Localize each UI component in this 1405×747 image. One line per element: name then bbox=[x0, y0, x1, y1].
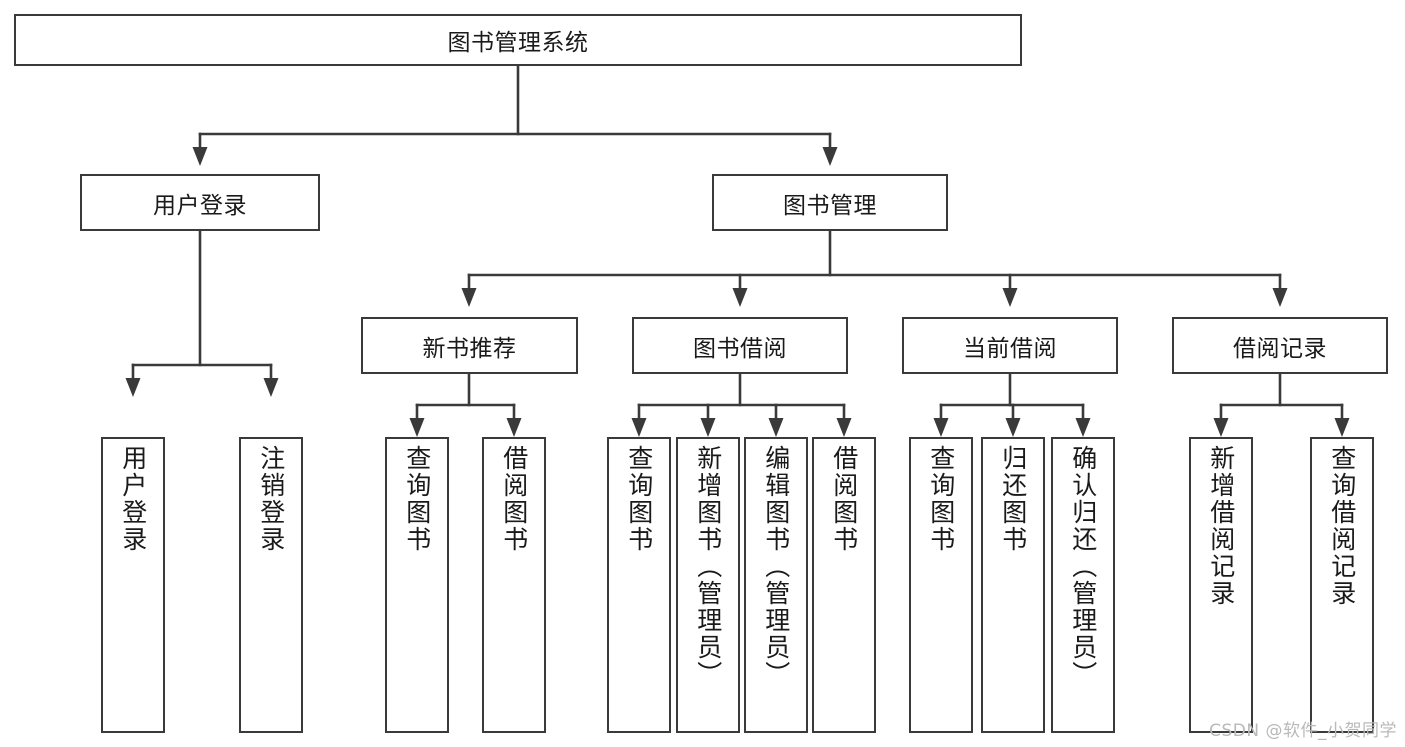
node-leaf-query-books-current[interactable]: 查询图书 bbox=[909, 437, 973, 733]
arrowhead-icon bbox=[768, 418, 784, 437]
node-user-login[interactable]: 用户登录 bbox=[80, 174, 320, 231]
arrowhead-icon bbox=[506, 418, 522, 437]
node-label: 借阅图书 bbox=[499, 445, 529, 553]
node-label: 归还图书 bbox=[998, 445, 1028, 553]
node-label: 新增借阅记录 bbox=[1206, 445, 1236, 607]
arrowhead-icon bbox=[700, 418, 716, 437]
node-leaf-confirm-return-admin[interactable]: 确认归还（管理员） bbox=[1051, 437, 1115, 733]
node-label: 图书借阅 bbox=[693, 335, 787, 362]
node-label: 查询图书 bbox=[402, 445, 432, 553]
node-leaf-logout[interactable]: 注销登录 bbox=[239, 437, 303, 733]
node-label: 查询图书 bbox=[926, 445, 956, 553]
arrowhead-icon bbox=[822, 147, 838, 166]
node-label: 借阅图书 bbox=[829, 445, 859, 553]
arrowhead-icon bbox=[1075, 418, 1091, 437]
arrowhead-icon bbox=[732, 288, 748, 307]
node-label: 查询借阅记录 bbox=[1327, 445, 1357, 607]
arrowhead-icon bbox=[409, 418, 425, 437]
node-current-borrowing[interactable]: 当前借阅 bbox=[902, 317, 1118, 374]
node-label: 图书管理 bbox=[783, 192, 877, 219]
node-label: 用户登录 bbox=[118, 445, 148, 553]
node-leaf-query-books-recommend[interactable]: 查询图书 bbox=[385, 437, 449, 733]
arrowhead-icon bbox=[1213, 418, 1229, 437]
node-label: 编辑图书（管理员） bbox=[761, 445, 791, 688]
arrowhead-icon bbox=[631, 418, 647, 437]
arrowhead-icon bbox=[933, 418, 949, 437]
node-new-book-recommendation[interactable]: 新书推荐 bbox=[361, 317, 578, 374]
arrowhead-icon bbox=[125, 378, 141, 397]
node-book-management[interactable]: 图书管理 bbox=[712, 174, 948, 231]
node-label: 确认归还（管理员） bbox=[1068, 445, 1098, 688]
node-leaf-return-books[interactable]: 归还图书 bbox=[981, 437, 1045, 733]
node-borrowing-records[interactable]: 借阅记录 bbox=[1172, 317, 1388, 374]
arrowhead-icon bbox=[1334, 418, 1350, 437]
arrowhead-icon bbox=[1002, 288, 1018, 307]
node-leaf-borrow-books-recommend[interactable]: 借阅图书 bbox=[482, 437, 546, 733]
node-leaf-query-books-borrowing[interactable]: 查询图书 bbox=[607, 437, 671, 733]
node-label: 新书推荐 bbox=[422, 335, 517, 362]
node-label: 注销登录 bbox=[256, 445, 286, 553]
arrowhead-icon bbox=[461, 288, 477, 307]
node-leaf-add-borrowing-record[interactable]: 新增借阅记录 bbox=[1189, 437, 1253, 733]
node-leaf-user-login[interactable]: 用户登录 bbox=[101, 437, 165, 733]
node-label: 当前借阅 bbox=[963, 335, 1057, 362]
node-label: 图书管理系统 bbox=[447, 30, 589, 56]
node-label: 查询图书 bbox=[624, 445, 654, 553]
arrowhead-icon bbox=[263, 378, 279, 397]
watermark-text: CSDN @软件_小贺同学 bbox=[1209, 721, 1397, 741]
node-leaf-add-book-admin[interactable]: 新增图书（管理员） bbox=[676, 437, 740, 733]
arrowhead-icon bbox=[836, 418, 852, 437]
node-book-borrowing[interactable]: 图书借阅 bbox=[632, 317, 848, 374]
arrowhead-icon bbox=[1272, 288, 1288, 307]
node-root-book-management-system[interactable]: 图书管理系统 bbox=[14, 14, 1022, 66]
node-label: 用户登录 bbox=[153, 192, 247, 219]
arrowhead-icon bbox=[192, 147, 208, 166]
node-leaf-borrow-books[interactable]: 借阅图书 bbox=[812, 437, 876, 733]
node-leaf-edit-book-admin[interactable]: 编辑图书（管理员） bbox=[744, 437, 808, 733]
node-label: 新增图书（管理员） bbox=[693, 445, 723, 688]
node-label: 借阅记录 bbox=[1233, 335, 1327, 362]
node-leaf-query-borrowing-record[interactable]: 查询借阅记录 bbox=[1310, 437, 1374, 733]
arrowhead-icon bbox=[1005, 418, 1021, 437]
